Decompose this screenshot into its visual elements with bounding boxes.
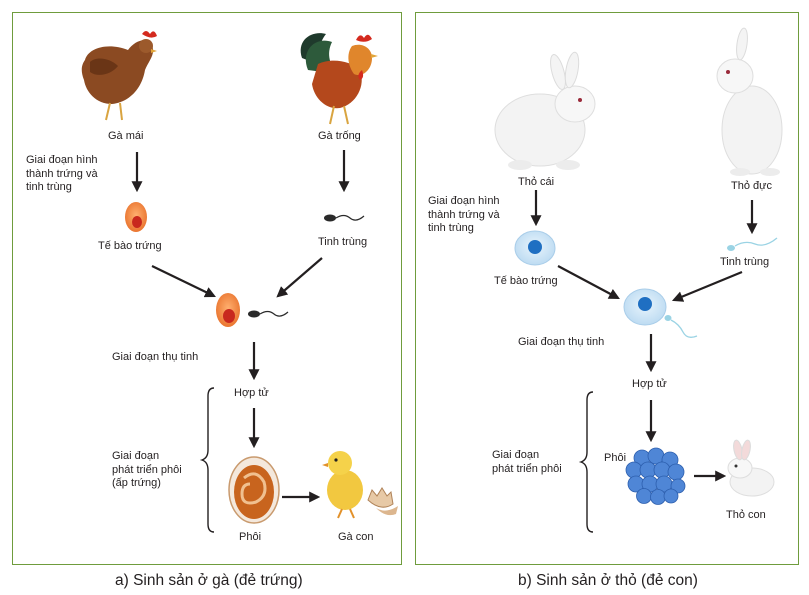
arrow-sperm-to-fertilization <box>276 257 323 298</box>
chicken-egg-cell-image <box>125 202 147 232</box>
chick-image <box>322 451 398 519</box>
rooster-image <box>300 33 378 125</box>
egg-cell-label-b: Tế bào trứng <box>494 275 558 287</box>
chicken-embryo-egg-image <box>228 456 280 524</box>
rabbit-egg-cell-image <box>514 230 556 266</box>
gamete-stage-label-a: Giai đoạn hình thành trứng và tinh trùng <box>26 154 98 193</box>
fertilization-stage-label-b: Giai đoạn thụ tinh <box>518 336 605 348</box>
sperm-label-b: Tinh trùng <box>720 256 770 268</box>
embryo-label-b: Phôi <box>604 452 627 464</box>
chicken-fertilization-image <box>216 293 289 327</box>
baby-rabbit-label: Thỏ con <box>726 509 766 521</box>
baby-rabbit-image <box>727 439 775 497</box>
chicken-sperm-image <box>324 214 365 222</box>
panel-chicken <box>12 12 402 565</box>
rooster-label: Gà trống <box>318 130 361 142</box>
arrow-egg-to-fertilization-b <box>557 265 620 300</box>
arrow-egg-to-fertilization <box>151 265 216 298</box>
egg-cell-label-a: Tế bào trứng <box>98 240 162 252</box>
embryo-stage-label-b: Giai đoạn phát triển phôi <box>492 449 562 475</box>
arrow-sperm-to-fertilization-b <box>671 270 743 302</box>
embryo-stage-label-a: Giai đoạn phát triển phôi (ấp trứng) <box>112 450 182 489</box>
hen-label: Gà mái <box>108 130 144 142</box>
zygote-label-a: Hợp tử <box>234 387 269 399</box>
chick-label: Gà con <box>338 531 374 543</box>
rabbit-embryo-morula-image <box>625 447 686 505</box>
embryo-label-a: Phôi <box>239 531 262 543</box>
rabbit-sperm-image <box>727 237 778 251</box>
hen-image <box>81 31 157 121</box>
female-rabbit-image <box>494 51 596 170</box>
caption-panel-b: b) Sinh sản ở thỏ (đẻ con) <box>518 572 698 589</box>
embryo-stage-bracket-b <box>578 391 594 533</box>
caption-panel-a: a) Sinh sản ở gà (đẻ trứng) <box>115 572 303 589</box>
male-rabbit-image <box>716 27 783 176</box>
sperm-label-a: Tinh trùng <box>318 236 368 248</box>
gamete-stage-label-b: Giai đoạn hình thành trứng và tinh trùng <box>428 195 500 234</box>
panel-rabbit <box>415 12 799 565</box>
male-rabbit-label: Thỏ đực <box>731 180 772 192</box>
zygote-label-b: Hợp tử <box>632 378 667 390</box>
fertilization-stage-label-a: Giai đoạn thụ tinh <box>112 351 199 363</box>
embryo-stage-bracket-a <box>199 387 215 533</box>
rabbit-fertilization-image <box>623 288 698 338</box>
female-rabbit-label: Thỏ cái <box>518 176 555 188</box>
